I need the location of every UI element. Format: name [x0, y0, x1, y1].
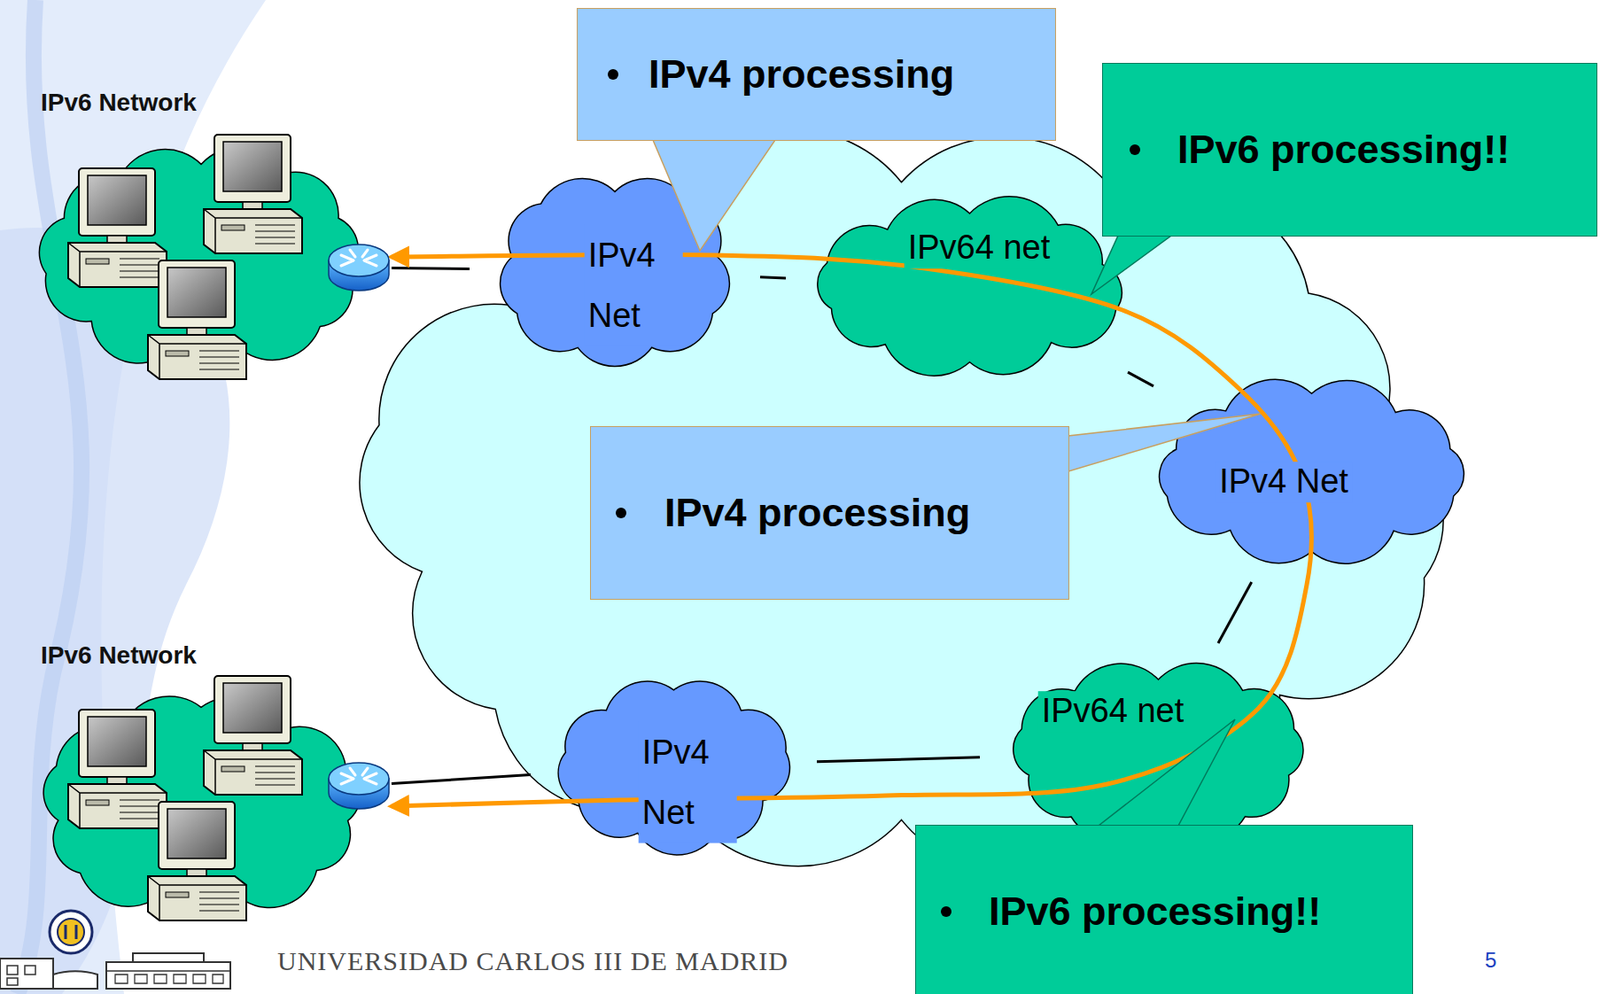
label-holder: IPv4 Net — [1215, 461, 1352, 503]
label-holder: IPv64 net — [904, 227, 1055, 269]
label-holder: IPv6 Network — [40, 641, 197, 670]
computer-icon — [147, 260, 247, 380]
label-holder: UNIVERSIDAD CARLOS III DE MADRID — [277, 946, 789, 977]
footer-text: UNIVERSIDAD CARLOS III DE MADRID — [277, 946, 789, 976]
connector-line — [1127, 372, 1154, 387]
cloud-shape — [1159, 379, 1465, 564]
computer-icon — [68, 709, 167, 829]
callout-text: IPv6 processing!! — [1177, 126, 1510, 172]
connector-line — [816, 757, 980, 762]
callout-box: IPv6 processing!! — [915, 824, 1414, 994]
computer-icon — [203, 134, 303, 254]
network-label: IPv64 net — [1038, 691, 1189, 732]
callout-box: IPv4 processing — [576, 7, 1057, 141]
network-cloud: IPv4 Net — [1127, 362, 1496, 583]
network-cloud: IPv4 Net — [530, 658, 817, 873]
computer-icon — [68, 168, 167, 288]
network-label: IPv4 Net — [584, 225, 684, 347]
label-holder: IPv64 net — [1038, 691, 1189, 732]
router-icon — [328, 762, 389, 809]
cloud-shape — [38, 147, 358, 377]
university-logo — [0, 910, 231, 989]
bullet-dot — [1129, 144, 1141, 156]
network-cloud: IPv64 net — [785, 178, 1154, 394]
label-holder: IPv6 Network — [40, 88, 197, 117]
cloud-shape — [500, 178, 731, 366]
callout-text: IPv4 processing — [664, 489, 971, 536]
network-cloud: IPv6 Network — [10, 88, 392, 395]
cloud-outline — [785, 178, 1154, 394]
computer-icon — [203, 675, 303, 795]
router-icon — [328, 244, 389, 291]
cloud-shape — [817, 196, 1122, 376]
callout-box: IPv4 processing — [590, 426, 1070, 600]
label-holder: IPv4 Net — [584, 225, 684, 347]
network-title: IPv6 Network — [40, 88, 197, 117]
label-holder: IPv6 processing!! — [988, 888, 1321, 935]
cloud-shape — [558, 681, 790, 855]
label-holder: IPv4 Net — [638, 722, 738, 844]
connector-line — [1218, 582, 1252, 644]
network-label: IPv64 net — [904, 227, 1055, 269]
bullet-dot — [940, 906, 952, 917]
network-title: IPv6 Network — [40, 641, 197, 669]
label-holder: IPv4 processing — [648, 51, 955, 98]
connector-line — [391, 774, 531, 784]
callout-box: IPv6 processing!! — [1102, 62, 1598, 237]
connector-line — [391, 267, 470, 269]
cloud-outline — [10, 124, 392, 395]
network-cloud: IPv6 Network — [10, 641, 392, 939]
cloud-shape — [1013, 663, 1304, 844]
label-holder: 5 — [1484, 947, 1497, 973]
cloud-shape — [43, 696, 361, 920]
network-label: IPv4 Net — [638, 722, 738, 844]
connector-line — [760, 277, 786, 279]
page-number: 5 — [1484, 947, 1497, 972]
computer-icon — [147, 801, 247, 921]
label-holder: IPv4 processing — [664, 489, 971, 536]
callout-text: IPv6 processing!! — [988, 888, 1321, 934]
bullet-dot — [607, 69, 619, 80]
cloud-outline — [10, 676, 392, 939]
internet-cloud — [359, 128, 1444, 874]
network-cloud: IPv4 Net — [469, 153, 761, 389]
bullet-dot — [615, 507, 627, 519]
label-holder: IPv6 processing!! — [1177, 126, 1510, 173]
callout-text: IPv4 processing — [648, 51, 955, 97]
network-label: IPv4 Net — [1215, 461, 1352, 503]
